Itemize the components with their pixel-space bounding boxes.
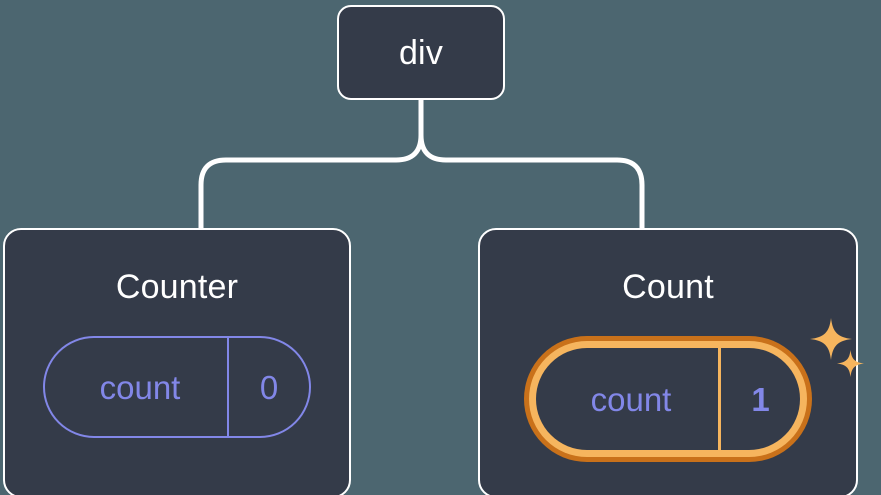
sparkle-small-icon <box>837 350 864 377</box>
state-pill-wrapper-counter: count 0 <box>43 336 311 438</box>
state-pill-highlight-ring-inner: count 1 <box>529 341 807 457</box>
node-root-label: div <box>398 33 444 72</box>
state-pill-highlight-ring-outer: count 1 <box>524 336 812 462</box>
node-counter-title: Counter <box>115 268 239 306</box>
state-value-label: 0 <box>227 338 309 436</box>
node-count-title: Count <box>622 268 714 306</box>
node-root-div[interactable]: div <box>337 5 505 100</box>
sparkle-large-icon <box>810 318 852 360</box>
node-count[interactable]: Count count 1 <box>478 228 864 495</box>
node-counter[interactable]: Counter count 0 <box>3 228 351 495</box>
state-pill-counter[interactable]: count 0 <box>43 336 311 438</box>
state-pill-count[interactable]: count 1 <box>536 348 800 450</box>
state-pill-wrapper-count: count 1 <box>524 318 864 462</box>
state-value-label: 1 <box>718 348 800 450</box>
state-key-label: count <box>99 368 181 406</box>
sparkle-group <box>810 318 870 388</box>
state-key-label: count <box>590 380 672 418</box>
